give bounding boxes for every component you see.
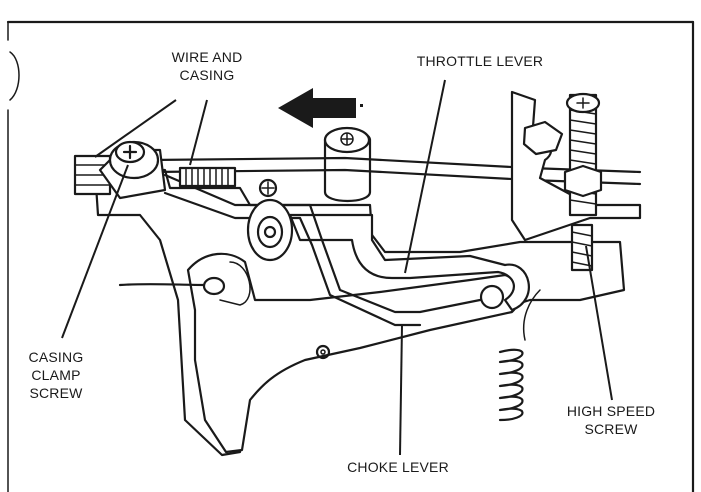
label-casing-clamp-screw-3: SCREW [29, 385, 83, 401]
pivot-post [323, 126, 372, 202]
leader-throttle-lever [404, 79, 446, 274]
callout-leaders [61, 79, 613, 456]
figure-border [6, 20, 695, 492]
label-throttle-lever: THROTTLE LEVER [417, 53, 544, 69]
leader-choke-lever [399, 324, 403, 456]
leader-wire-casing-2 [94, 99, 177, 158]
screw-bracket [510, 90, 642, 242]
lever-roller [246, 178, 294, 262]
leader-high-speed-screw [585, 245, 613, 401]
label-wire-and-casing-2: CASING [180, 67, 235, 83]
leader-casing-clamp [61, 164, 129, 339]
casing-clamp-screw [73, 140, 167, 200]
throttle-lever [219, 213, 530, 312]
label-wire-and-casing-1: WIRE AND [172, 49, 243, 65]
label-casing-clamp-screw-1: CASING [29, 349, 84, 365]
label-choke-lever: CHOKE LEVER [347, 459, 449, 475]
link-rod [118, 173, 482, 327]
return-spring [498, 289, 541, 422]
leader-wire-casing [189, 99, 208, 166]
high-speed-screw [563, 92, 603, 272]
label-high-speed-screw-2: SCREW [584, 421, 638, 437]
label-high-speed-screw-1: HIGH SPEED [567, 403, 655, 419]
label-casing-clamp-screw-2: CLAMP [31, 367, 80, 383]
direction-arrow-icon [278, 88, 363, 128]
